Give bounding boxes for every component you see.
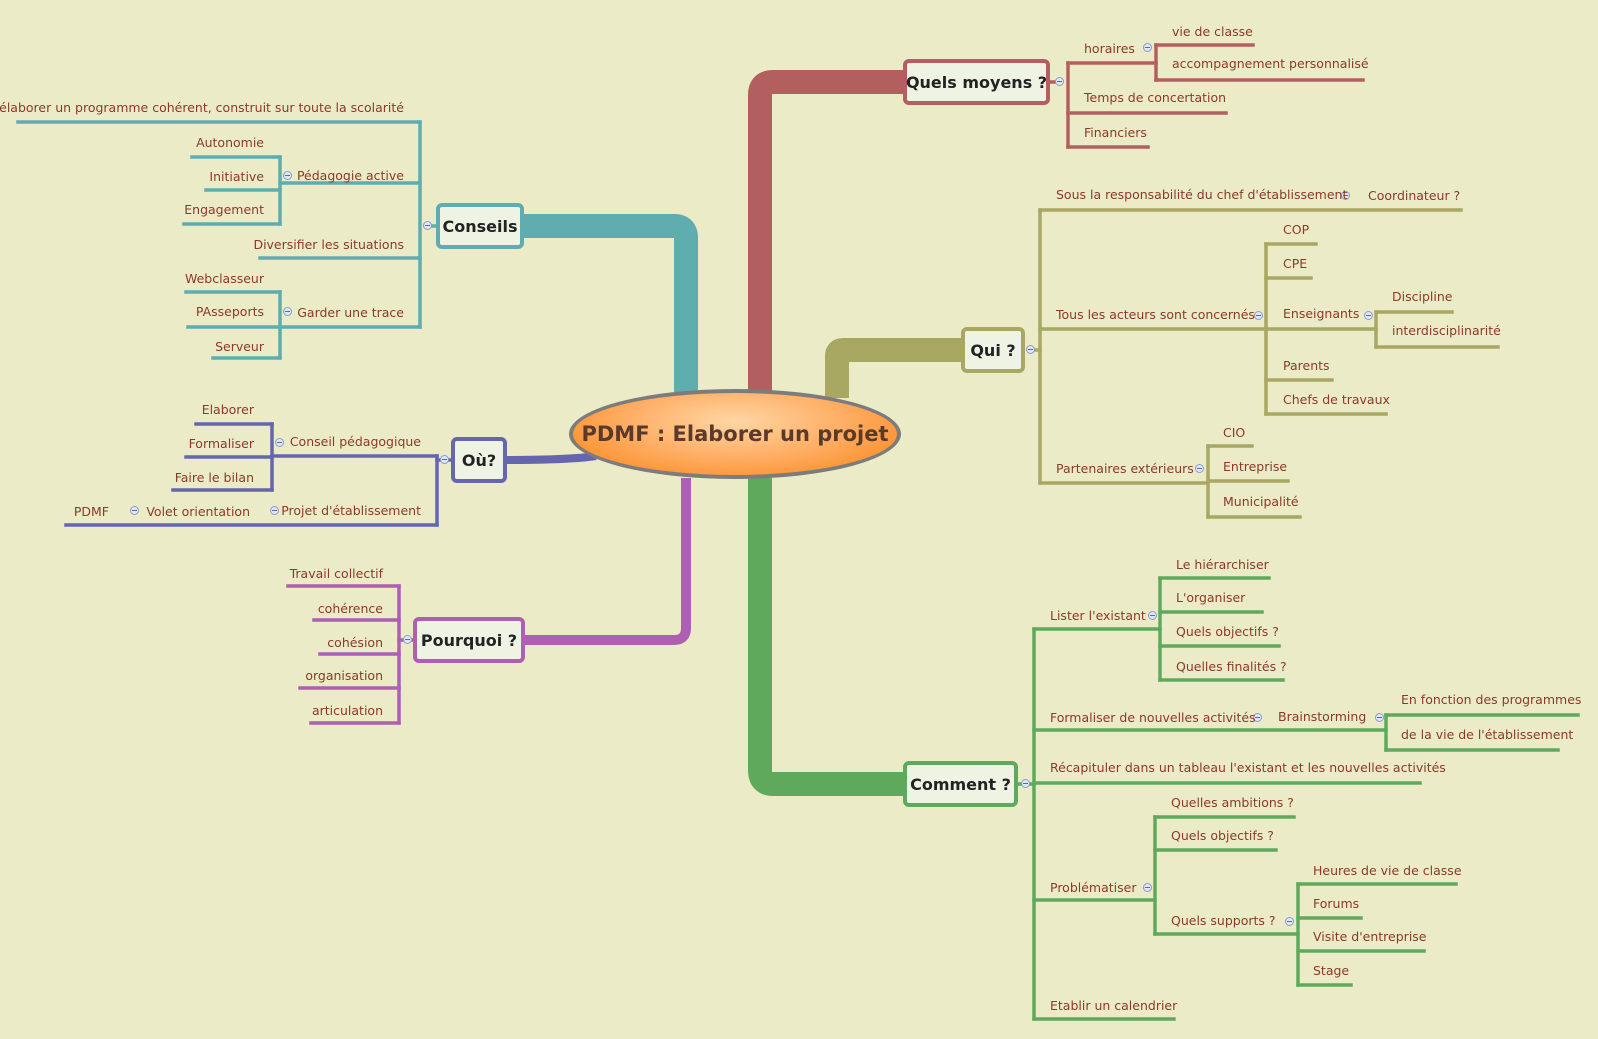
node-lister-existant[interactable]: Lister l'existant bbox=[1050, 608, 1146, 623]
node-heures-vie-classe[interactable]: Heures de vie de classe bbox=[1313, 863, 1462, 878]
node-accompagnement[interactable]: accompagnement personnalisé bbox=[1172, 56, 1369, 71]
node-cpe[interactable]: CPE bbox=[1283, 256, 1308, 271]
branch-comment-trunk bbox=[748, 478, 904, 796]
branch-pourquoi-trunk bbox=[520, 478, 691, 645]
node-stage[interactable]: Stage bbox=[1313, 963, 1350, 978]
node-chefs-travaux[interactable]: Chefs de travaux bbox=[1283, 392, 1390, 407]
topic-pourquoi[interactable]: Pourquoi ? bbox=[413, 617, 525, 663]
node-en-fonction-programmes[interactable]: En fonction des programmes bbox=[1401, 692, 1582, 707]
node-brainstorming[interactable]: Brainstorming bbox=[1278, 709, 1367, 724]
node-parents[interactable]: Parents bbox=[1283, 358, 1330, 373]
node-passeports[interactable]: PAsseports bbox=[195, 304, 264, 319]
collapse-toggle-icon[interactable] bbox=[1143, 883, 1152, 892]
collapse-toggle-icon[interactable] bbox=[1148, 611, 1157, 620]
node-etablir-calendrier[interactable]: Etablir un calendrier bbox=[1050, 998, 1178, 1013]
topic-quels-moyens[interactable]: Quels moyens ? bbox=[903, 59, 1050, 105]
node-vie-de-classe[interactable]: vie de classe bbox=[1172, 24, 1253, 39]
branch-ou-trunk bbox=[504, 452, 597, 464]
node-serveur[interactable]: Serveur bbox=[215, 339, 264, 354]
collapse-toggle-icon[interactable] bbox=[1375, 713, 1384, 722]
node-cop[interactable]: COP bbox=[1283, 222, 1310, 237]
node-entreprise[interactable]: Entreprise bbox=[1223, 459, 1288, 474]
node-elaborer-programme[interactable]: élaborer un programme cohérent, construi… bbox=[0, 100, 404, 115]
node-cohesion[interactable]: cohésion bbox=[327, 635, 383, 650]
collapse-toggle-icon[interactable] bbox=[283, 171, 292, 180]
node-diversifier[interactable]: Diversifier les situations bbox=[253, 237, 404, 252]
collapse-toggle-icon[interactable] bbox=[403, 635, 412, 644]
node-visite-entreprise[interactable]: Visite d'entreprise bbox=[1313, 929, 1427, 944]
collapse-toggle-icon[interactable] bbox=[1364, 311, 1373, 320]
node-pdmf[interactable]: PDMF bbox=[73, 504, 109, 519]
branch-quels-moyens-trunk bbox=[748, 70, 904, 392]
node-forums[interactable]: Forums bbox=[1313, 896, 1360, 911]
central-topic[interactable]: PDMF : Elaborer un projet bbox=[569, 389, 901, 479]
node-hierarchiser[interactable]: Le hiérarchiser bbox=[1176, 557, 1269, 572]
topic-qui[interactable]: Qui ? bbox=[961, 327, 1025, 373]
node-temps-concertation[interactable]: Temps de concertation bbox=[1084, 90, 1227, 105]
node-horaires[interactable]: horaires bbox=[1084, 41, 1135, 56]
node-quelles-finalites[interactable]: Quelles finalités ? bbox=[1176, 659, 1287, 674]
collapse-toggle-icon[interactable] bbox=[270, 506, 279, 515]
collapse-toggle-icon[interactable] bbox=[1055, 77, 1064, 86]
node-coherence[interactable]: cohérence bbox=[317, 601, 383, 616]
node-partenaires[interactable]: Partenaires extérieurs bbox=[1056, 461, 1194, 476]
collapse-toggle-icon[interactable] bbox=[1253, 713, 1262, 722]
node-quelles-ambitions[interactable]: Quelles ambitions ? bbox=[1171, 795, 1294, 810]
collapse-toggle-icon[interactable] bbox=[1195, 464, 1204, 473]
node-articulation[interactable]: articulation bbox=[311, 703, 383, 718]
node-interdisciplinarite[interactable]: interdisciplinarité bbox=[1392, 323, 1501, 338]
node-quels-objectifs-1[interactable]: Quels objectifs ? bbox=[1176, 624, 1279, 639]
node-enseignants[interactable]: Enseignants bbox=[1283, 306, 1360, 321]
node-cio[interactable]: CIO bbox=[1223, 425, 1246, 440]
node-tous-acteurs[interactable]: Tous les acteurs sont concernés bbox=[1056, 307, 1255, 322]
topic-comment[interactable]: Comment ? bbox=[903, 761, 1018, 807]
node-faire-bilan[interactable]: Faire le bilan bbox=[174, 470, 254, 485]
node-quels-supports[interactable]: Quels supports ? bbox=[1171, 913, 1276, 928]
collapse-toggle-icon[interactable] bbox=[1341, 191, 1350, 200]
node-sous-responsabilite[interactable]: Sous la responsabilité du chef d'établis… bbox=[1056, 187, 1348, 202]
node-organisation[interactable]: organisation bbox=[305, 668, 383, 683]
node-formaliser[interactable]: Formaliser bbox=[188, 436, 254, 451]
collapse-toggle-icon[interactable] bbox=[1026, 345, 1035, 354]
node-initiative[interactable]: Initiative bbox=[209, 169, 264, 184]
node-garder-trace[interactable]: Garder une trace bbox=[297, 305, 404, 320]
node-conseil-pedagogique[interactable]: Conseil pédagogique bbox=[289, 434, 421, 449]
node-projet-etablissement[interactable]: Projet d'établissement bbox=[281, 503, 421, 518]
node-formaliser-activites[interactable]: Formaliser de nouvelles activités bbox=[1050, 710, 1256, 725]
node-recapituler[interactable]: Récapituler dans un tableau l'existant e… bbox=[1050, 760, 1446, 775]
node-quels-objectifs-2[interactable]: Quels objectifs ? bbox=[1171, 828, 1274, 843]
node-municipalite[interactable]: Municipalité bbox=[1223, 494, 1299, 509]
node-elaborer[interactable]: Elaborer bbox=[201, 402, 254, 417]
topic-conseils[interactable]: Conseils bbox=[436, 203, 524, 249]
node-discipline[interactable]: Discipline bbox=[1392, 289, 1453, 304]
node-travail-collectif[interactable]: Travail collectif bbox=[289, 566, 383, 581]
node-problematiser[interactable]: Problématiser bbox=[1050, 880, 1137, 895]
collapse-toggle-icon[interactable] bbox=[1021, 779, 1030, 788]
node-engagement[interactable]: Engagement bbox=[184, 202, 264, 217]
node-pedagogie-active[interactable]: Pédagogie active bbox=[296, 168, 404, 183]
collapse-toggle-icon[interactable] bbox=[130, 506, 139, 515]
node-financiers[interactable]: Financiers bbox=[1084, 125, 1147, 140]
node-volet-orientation[interactable]: Volet orientation bbox=[146, 504, 250, 519]
collapse-toggle-icon[interactable] bbox=[423, 221, 432, 230]
node-organiser[interactable]: L'organiser bbox=[1176, 590, 1246, 605]
collapse-toggle-icon[interactable] bbox=[283, 307, 292, 316]
collapse-toggle-icon[interactable] bbox=[275, 438, 284, 447]
branch-qui-trunk bbox=[825, 338, 962, 398]
node-autonomie[interactable]: Autonomie bbox=[196, 135, 264, 150]
branch-conseils-trunk bbox=[520, 214, 698, 392]
node-vie-etablissement[interactable]: de la vie de l'établissement bbox=[1401, 727, 1574, 742]
node-coordinateur[interactable]: Coordinateur ? bbox=[1368, 188, 1461, 203]
collapse-toggle-icon[interactable] bbox=[1285, 917, 1294, 926]
topic-ou[interactable]: Où? bbox=[451, 437, 507, 483]
node-webclasseur[interactable]: Webclasseur bbox=[184, 271, 264, 286]
collapse-toggle-icon[interactable] bbox=[440, 455, 449, 464]
collapse-toggle-icon[interactable] bbox=[1254, 311, 1263, 320]
collapse-toggle-icon[interactable] bbox=[1143, 43, 1152, 52]
